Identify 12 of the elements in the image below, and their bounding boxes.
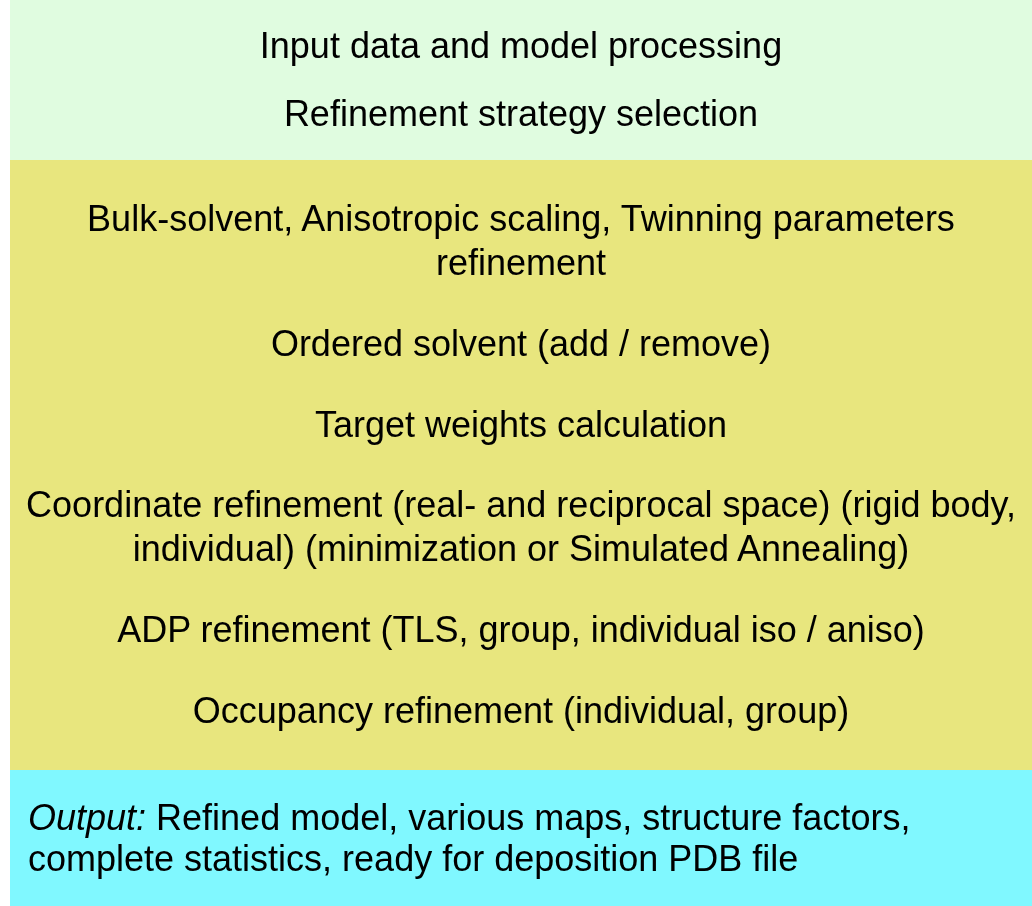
step-text: Output: Refined model, various maps, structure factors, complete statistics, ready for deposition PDB file [28, 797, 912, 879]
step-text: Coordinate refinement (real- and reciprocal space) (rigid body, individual) (minimization or Simulated Annealing) [25, 483, 1017, 572]
stage-band [10, 0, 1032, 160]
step-text: Occupancy refinement (individual, group) [192, 689, 850, 734]
step-text: Input data and model processing [259, 25, 783, 68]
output-band [10, 770, 1032, 906]
step-text: ADP refinement (TLS, group, individual iso / aniso) [117, 608, 925, 653]
step-text: Ordered solvent (add / remove) [270, 321, 772, 366]
stage-band [10, 160, 1032, 770]
step-text: Refinement strategy selection [283, 92, 759, 135]
step-text: Target weights calculation [314, 402, 728, 447]
step-text: Bulk-solvent, Anisotropic scaling, Twinning parameters refinement [86, 196, 956, 285]
